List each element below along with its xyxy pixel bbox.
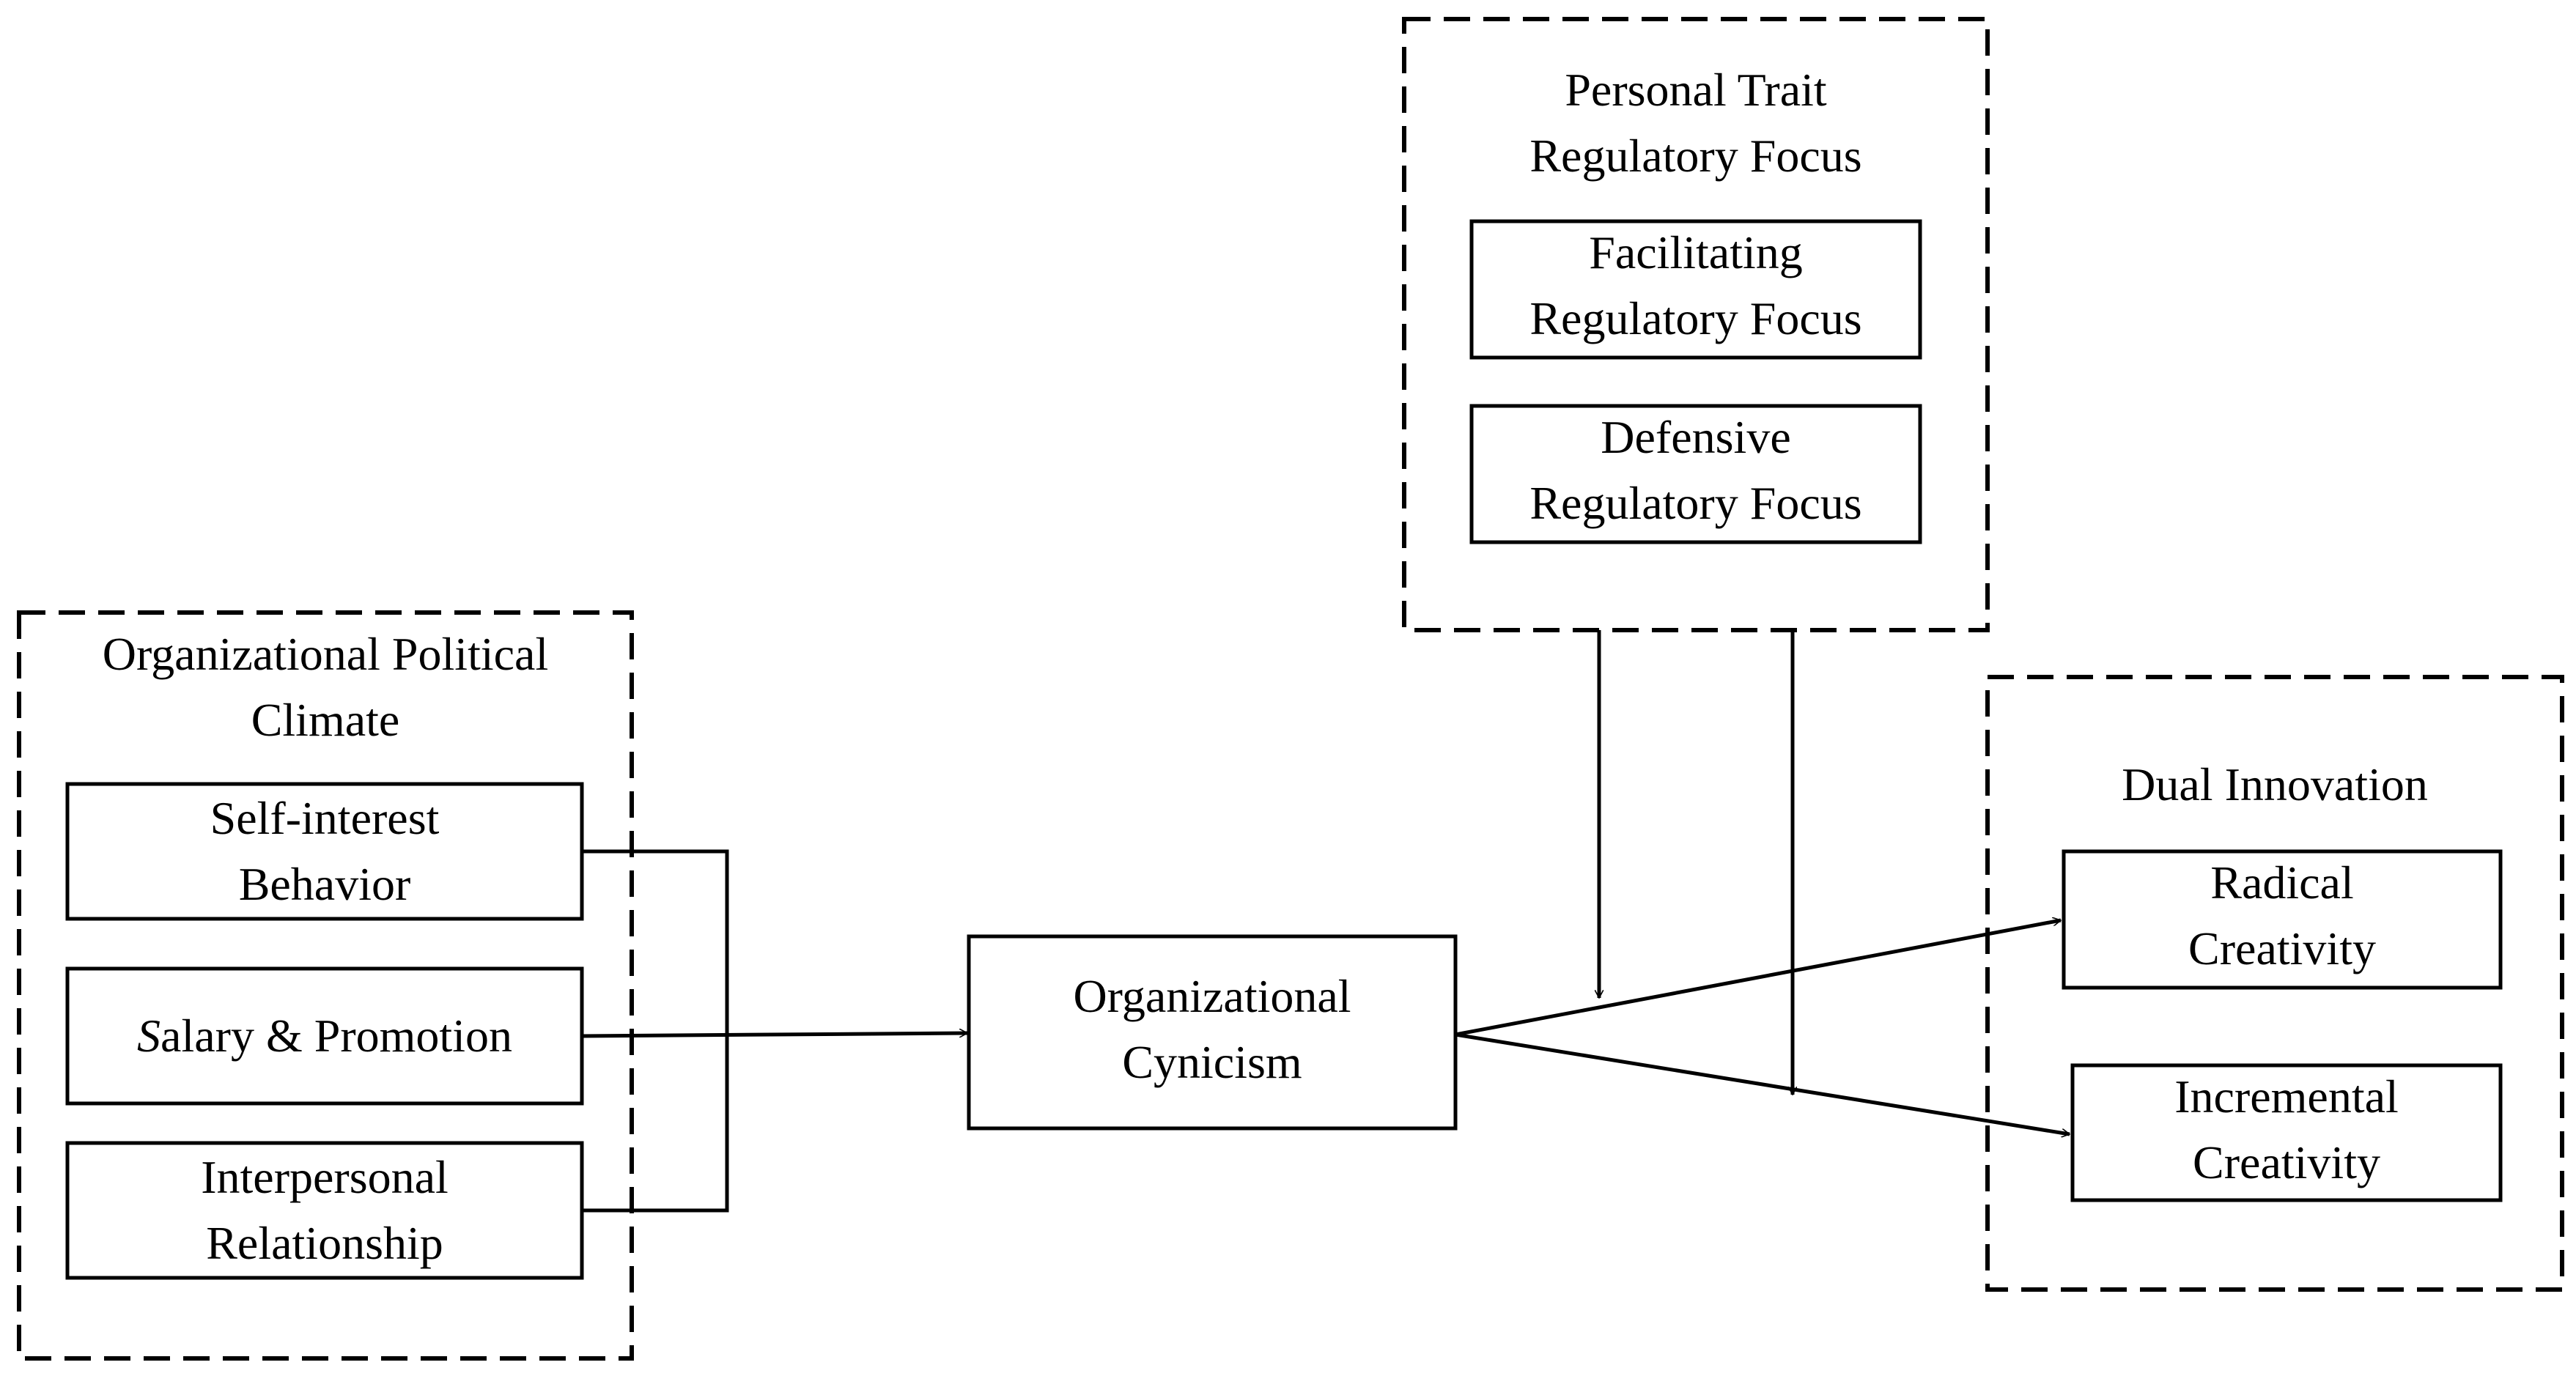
incremental-box xyxy=(2070,1063,2503,1202)
cynicism-box xyxy=(967,934,1458,1131)
dual-innovation-group xyxy=(1985,675,2564,1292)
arrow-cynicism-to-radical xyxy=(1455,920,2061,1037)
arrow-climate-to-cynicism xyxy=(581,1033,967,1038)
defensive-box xyxy=(1469,404,1922,544)
climate-bracket xyxy=(582,849,729,1213)
political-climate-title: Organizational Political Climate xyxy=(102,628,549,746)
facilitating-box xyxy=(1469,219,1922,360)
radical-box xyxy=(2062,849,2503,990)
defensive-label: Defensive Regulatory Focus xyxy=(1529,411,1862,529)
personal-trait-group xyxy=(1402,17,1990,632)
political-climate-group xyxy=(17,610,634,1361)
radical-label: Radical Creativity xyxy=(2188,857,2376,974)
self-interest-label: Self-interest Behavior xyxy=(210,792,440,910)
personal-trait-title: Personal Trait Regulatory Focus xyxy=(1529,64,1862,182)
salary-promotion-label: Salary & Promotion xyxy=(137,1010,512,1062)
incremental-label: Incremental Creativity xyxy=(2174,1070,2399,1188)
dual-innovation-title: Dual Innovation xyxy=(2122,758,2428,810)
facilitating-label: Facilitating Regulatory Focus xyxy=(1529,226,1862,344)
interpersonal-label: Interpersonal Relationship xyxy=(201,1151,449,1269)
arrow-cynicism-to-incremental xyxy=(1455,1032,2070,1134)
cynicism-label: Organizational Cynicism xyxy=(1073,970,1351,1088)
